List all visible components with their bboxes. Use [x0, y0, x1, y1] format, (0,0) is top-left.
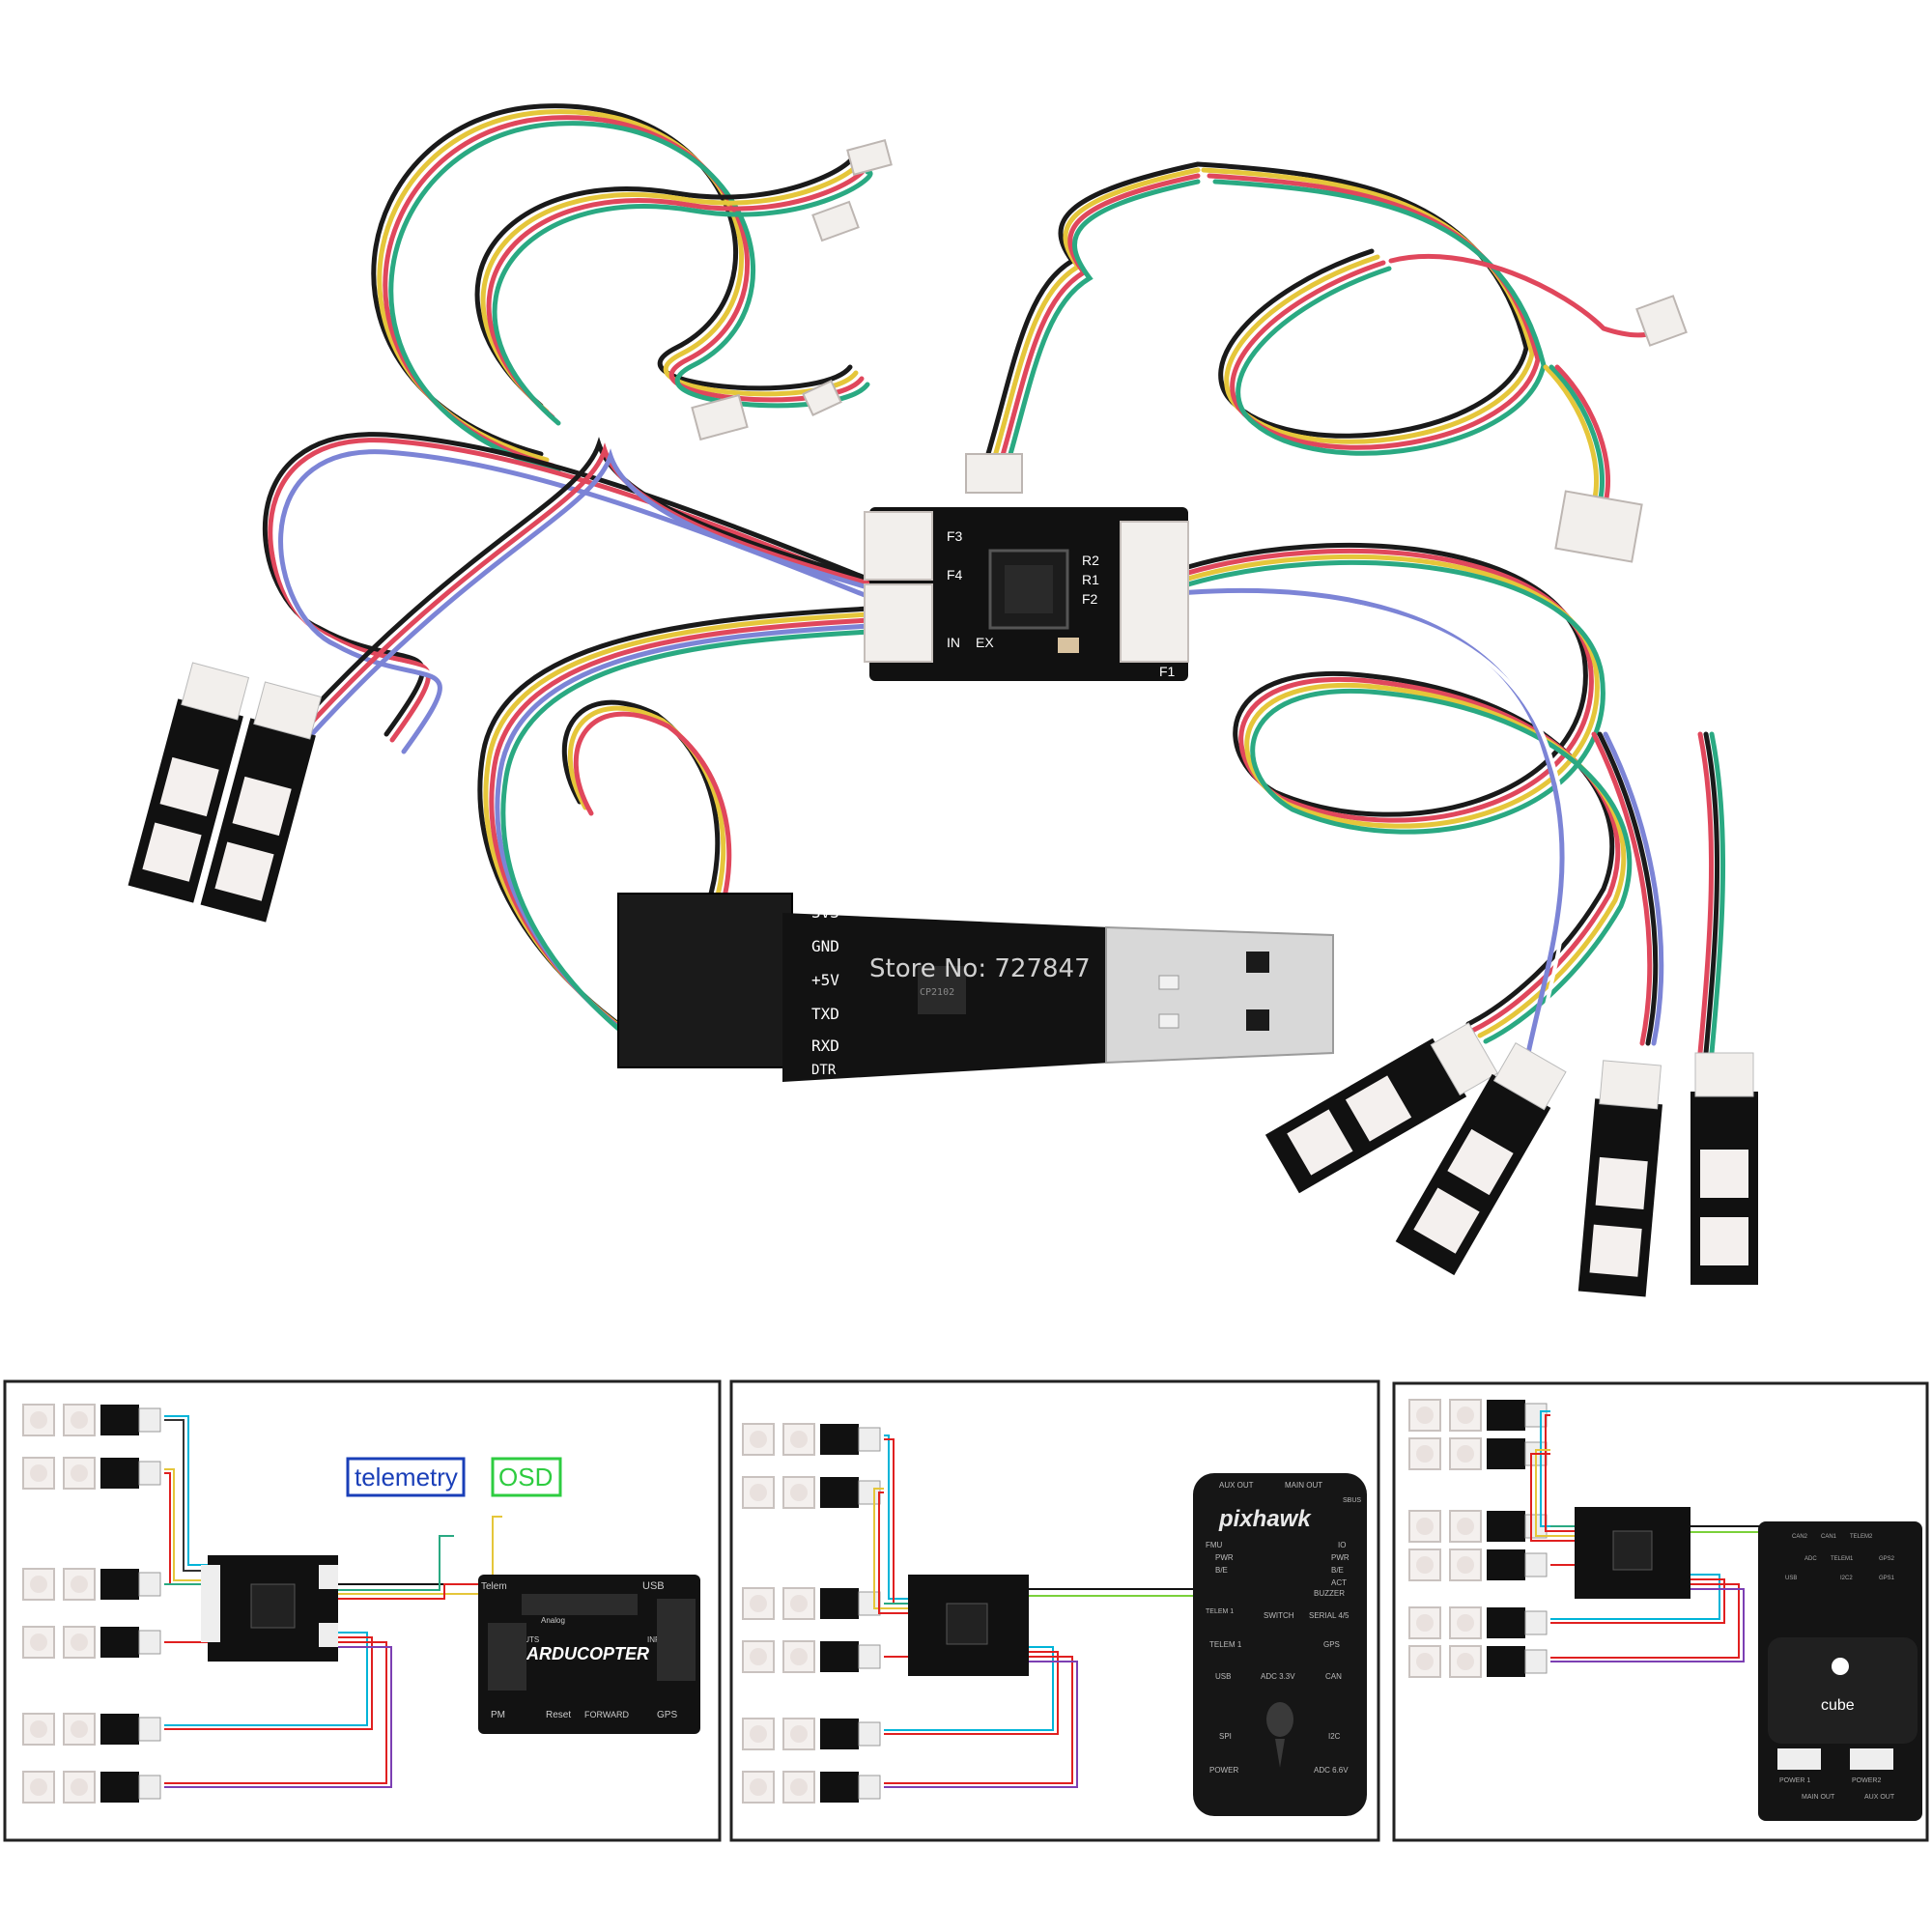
pixhawk-switch: SWITCH [1264, 1611, 1294, 1620]
osd-callout: OSD [498, 1463, 553, 1492]
hub-label-ex: EX [976, 635, 994, 650]
store-watermark: Store No: 727847 [869, 954, 1091, 983]
pixhawk-telem1: TELEM 1 [1209, 1640, 1242, 1649]
hub-label-f3: F3 [947, 528, 963, 544]
usb-chip-label: CP2102 [920, 987, 954, 998]
pixhawk-board: pixhawk AUX OUT MAIN OUT SBUS FMU PWR B/… [1193, 1473, 1367, 1816]
pixhawk-led-pwr: PWR [1215, 1553, 1234, 1562]
arducopter-usb: USB [642, 1580, 665, 1592]
panel1-led-tiles [22, 1404, 161, 1804]
usb-pin-5v: +5V [811, 971, 839, 989]
usb-pin-3v3: 3V3 [811, 903, 839, 922]
cube-port-telem2: TELEM2 [1850, 1534, 1873, 1540]
cable-loop-top-right [982, 161, 1661, 505]
hub-board: F3 F4 R2 R1 F2 IN EX F1 [864, 507, 1189, 681]
arducopter-pm: PM [491, 1710, 505, 1720]
pixhawk-spi: SPI [1219, 1732, 1232, 1741]
hub-label-f2: F2 [1082, 591, 1098, 607]
pixhawk-power: POWER [1209, 1766, 1238, 1775]
pixhawk-i2c: I2C [1328, 1732, 1341, 1741]
cube-label: cube [1821, 1697, 1855, 1714]
arducopter-label: ARDUCOPTER [526, 1644, 649, 1663]
hub-label-in: IN [947, 635, 960, 650]
arducopter-board: ARDUCOPTER USB Telem OUTPUTS INPUTS Anal… [478, 1575, 700, 1734]
pixhawk-led-pwr-right: PWR [1331, 1553, 1350, 1562]
diagram-panel-arducopter: telemetry OSD ARDUCOPTER USB Telem OUTPU… [3, 1379, 722, 1842]
pixhawk-led-act: ACT [1331, 1578, 1347, 1587]
cube-port-gps1: GPS1 [1879, 1576, 1895, 1581]
pixhawk-adc33: ADC 3.3V [1261, 1672, 1295, 1681]
hub-label-f1: F1 [1159, 664, 1176, 679]
cube-board: CAN2 CAN1 TELEM2 GPS2 USB ADC TELEM1 I2C… [1758, 1521, 1922, 1821]
pixhawk-led-io: IO [1338, 1541, 1346, 1549]
usb-pin-txd: TXD [811, 1005, 839, 1023]
diagram-panel-pixhawk: pixhawk AUX OUT MAIN OUT SBUS FMU PWR B/… [729, 1379, 1380, 1842]
cable-loop-top-left [371, 103, 873, 474]
cube-port-can1: CAN1 [1821, 1534, 1837, 1540]
usb-pin-dtr: DTR [811, 1063, 837, 1078]
telemetry-callout: telemetry [355, 1463, 458, 1492]
arducopter-telem: Telem [481, 1581, 507, 1592]
hub-label-f4: F4 [947, 567, 963, 582]
usb-pin-rxd: RXD [811, 1037, 839, 1055]
cube-main-out: MAIN OUT [1802, 1794, 1835, 1801]
arducopter-analog: Analog [541, 1616, 565, 1625]
pixhawk-can: CAN [1325, 1672, 1342, 1681]
pixhawk-gps: GPS [1323, 1640, 1340, 1649]
cube-port-telem1: TELEM1 [1831, 1556, 1854, 1562]
arducopter-gps: GPS [657, 1710, 677, 1720]
cable-loop-left [262, 432, 884, 754]
cube-port-usb: USB [1785, 1576, 1797, 1581]
pixhawk-serial: SERIAL 4/5 [1309, 1611, 1350, 1620]
cube-power1: POWER 1 [1779, 1777, 1810, 1784]
pixhawk-main-out: MAIN OUT [1285, 1481, 1322, 1490]
cube-aux-out: AUX OUT [1864, 1794, 1895, 1801]
pixhawk-sbus: SBUS [1343, 1497, 1361, 1504]
led-strips [128, 662, 1758, 1297]
cable-loop-right [1176, 542, 1726, 1070]
arducopter-forward: FORWARD [584, 1710, 629, 1719]
pixhawk-label: pixhawk [1218, 1506, 1312, 1532]
pixhawk-telem-short: TELEM 1 [1206, 1608, 1234, 1615]
cube-port-gps2: GPS2 [1879, 1556, 1895, 1562]
cube-port-can2: CAN2 [1792, 1534, 1808, 1540]
pixhawk-buzzer: BUZZER [1314, 1589, 1345, 1598]
pixhawk-led-be-right: B/E [1331, 1566, 1344, 1575]
pixhawk-aux-out: AUX OUT [1219, 1481, 1254, 1490]
arducopter-reset: Reset [546, 1710, 571, 1720]
diagram-panel-cube: CAN2 CAN1 TELEM2 GPS2 USB ADC TELEM1 I2C… [1392, 1381, 1929, 1842]
pixhawk-usb: USB [1215, 1672, 1231, 1681]
usb-adapter: 3V3 GND +5V TXD RXD DTR CP2102 [617, 893, 1334, 1082]
jst-connectors [691, 139, 1688, 563]
cube-port-i2c2: I2C2 [1840, 1576, 1853, 1581]
cube-port-adc: ADC [1804, 1556, 1817, 1562]
usb-pin-gnd: GND [811, 937, 839, 955]
cube-power2: POWER2 [1852, 1777, 1881, 1784]
pixhawk-adc66: ADC 6.6V [1314, 1766, 1349, 1775]
hub-label-r1: R1 [1082, 572, 1099, 587]
pixhawk-led-fmu: FMU [1206, 1541, 1223, 1549]
hub-label-r2: R2 [1082, 553, 1099, 568]
pixhawk-led-be: B/E [1215, 1566, 1228, 1575]
